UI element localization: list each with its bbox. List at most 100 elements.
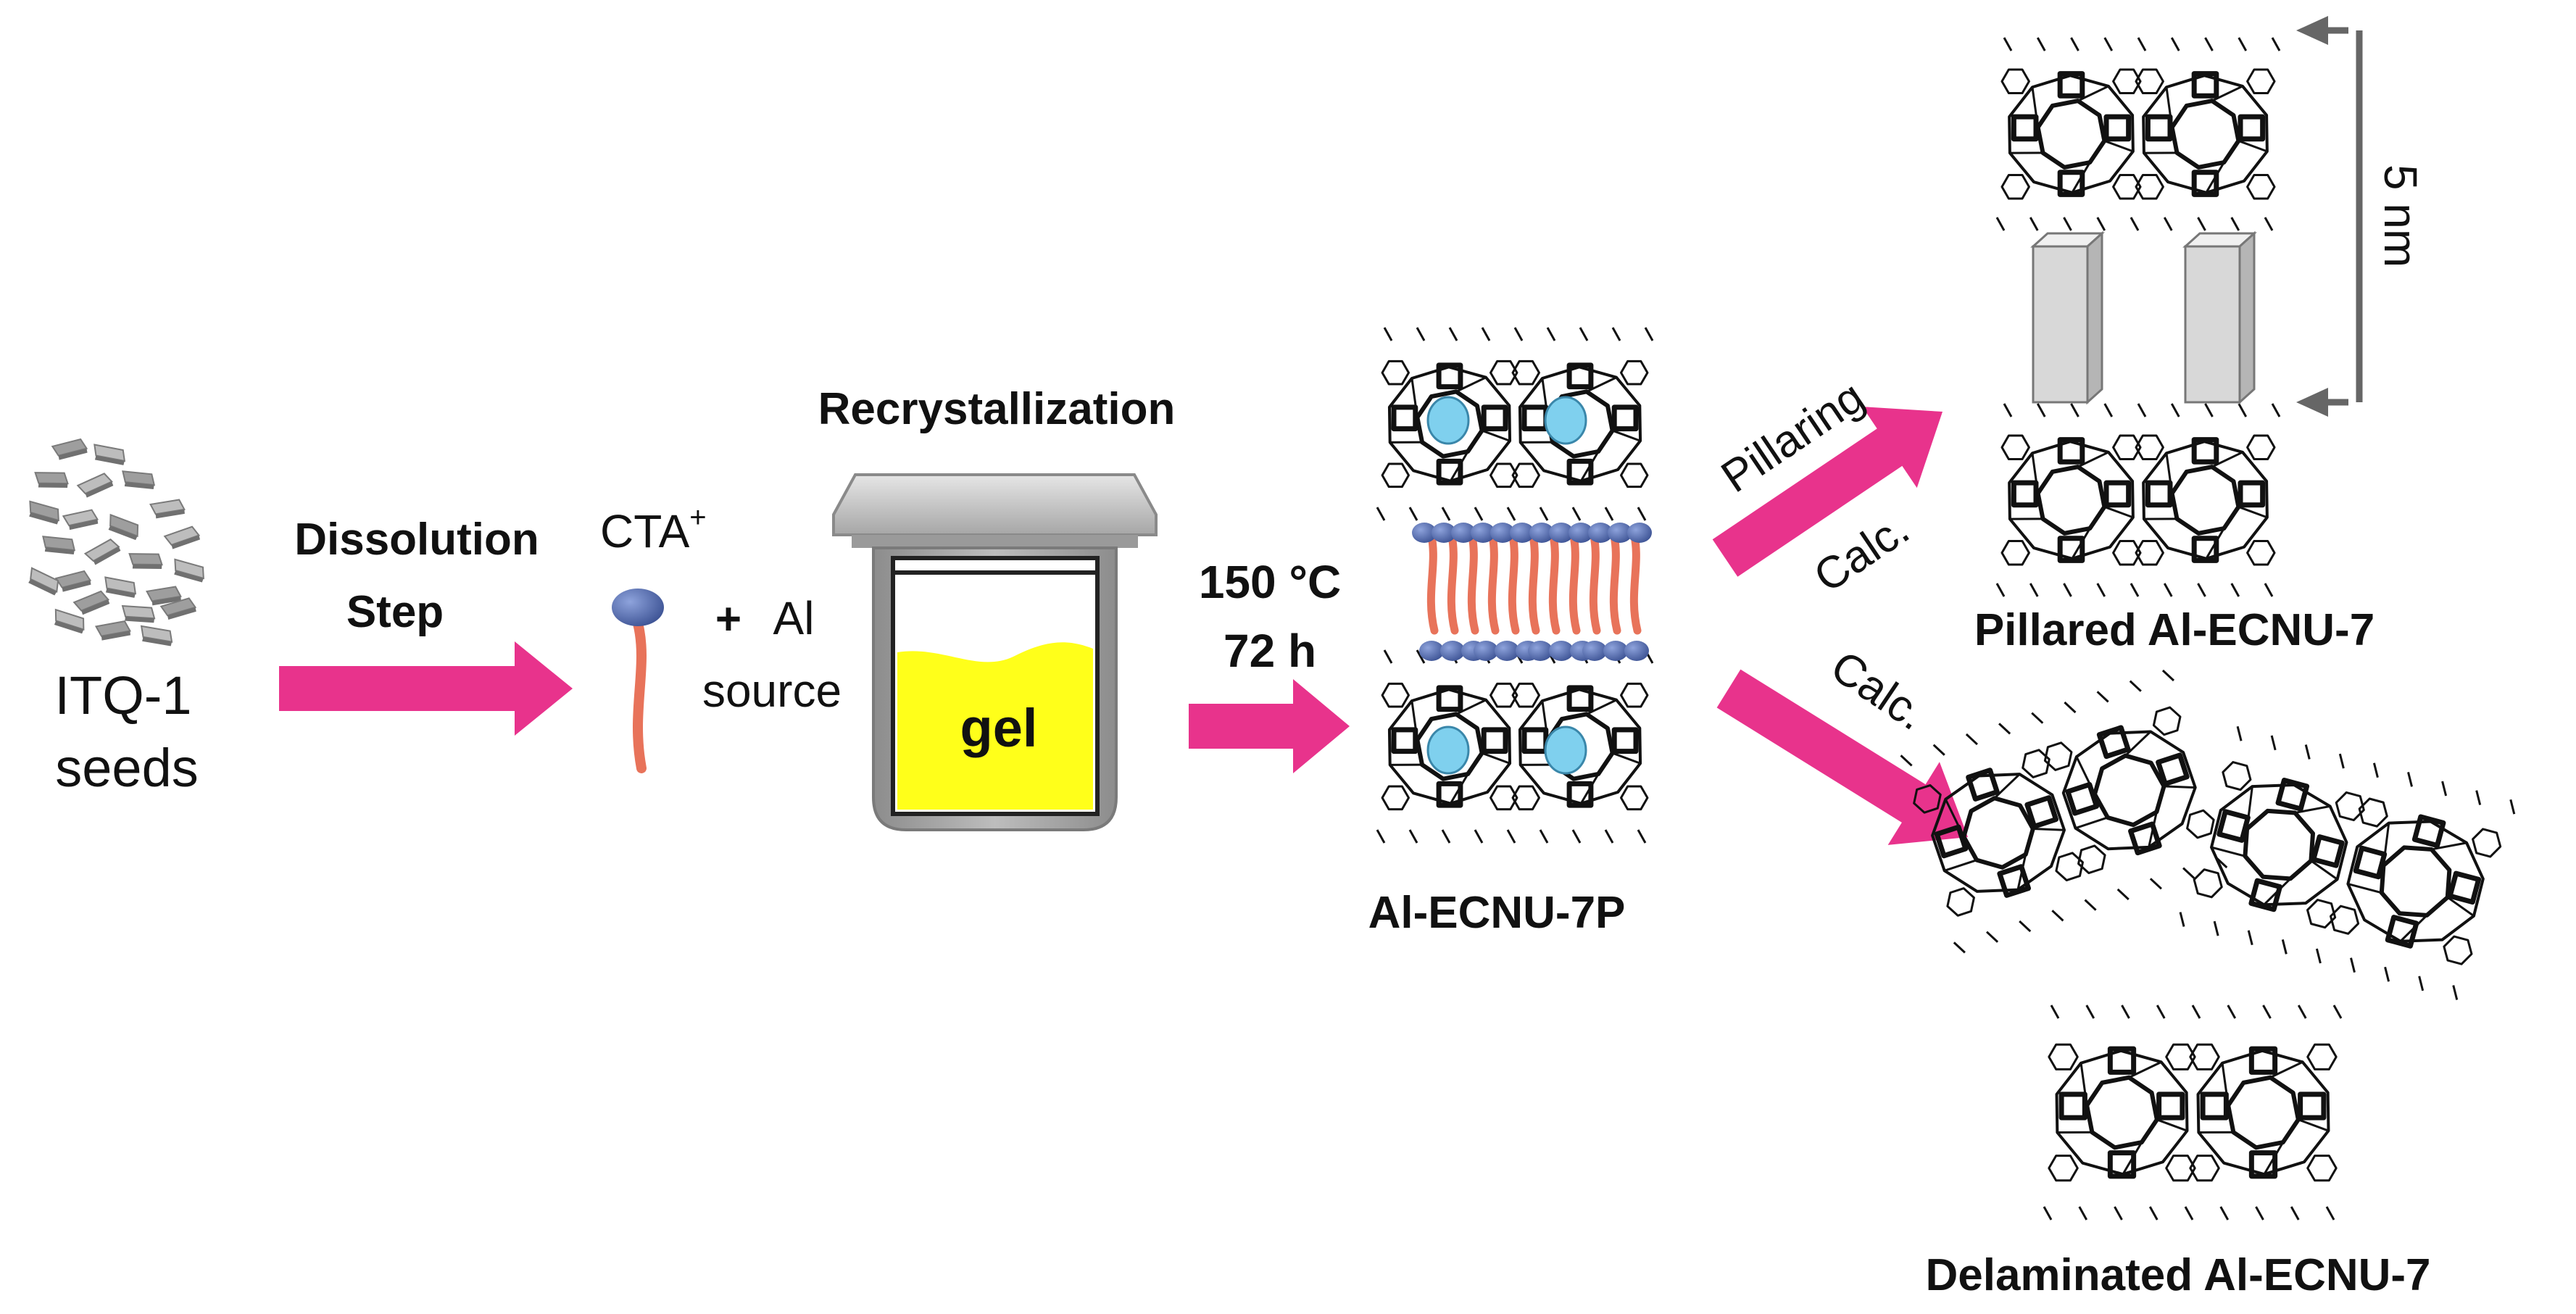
surfactant-tail [1508, 532, 1520, 635]
surfactant-head [1603, 641, 1628, 661]
surfactant-head [1419, 641, 1444, 661]
temperature-label: 150 °C [1199, 556, 1341, 608]
seed-crystal [34, 472, 69, 488]
delaminated-sheet-left [1900, 669, 2228, 954]
al-label: Al [773, 592, 815, 644]
source-label: source [702, 665, 842, 717]
seed-crystal [121, 604, 156, 623]
seed-crystal [42, 536, 76, 555]
recrystallization-label: Recrystallization [818, 384, 1176, 434]
surfactant-head [1432, 523, 1456, 543]
seed-crystal [146, 586, 182, 606]
surfactant-tail [1569, 532, 1581, 635]
surfactant-head [1627, 523, 1652, 543]
seed-crystal [62, 509, 99, 531]
surfactant-tail [1528, 532, 1540, 635]
surfactant-tail [1426, 532, 1439, 635]
pillared-label: Pillared Al-ECNU-7 [1974, 605, 2375, 655]
seed-crystal [163, 525, 201, 549]
silica-pillar-left [2030, 230, 2105, 405]
autoclave-jar-icon [832, 473, 1158, 831]
pillared-al-ecnu-7-structure [1995, 37, 2281, 597]
surfactant-head [1490, 523, 1515, 543]
surfactant-bilayer [1412, 523, 1652, 661]
organic-cage-cations [1426, 396, 1587, 775]
framework-layer-bottom [1995, 403, 2281, 597]
surfactant-head [1588, 523, 1613, 543]
cage-cation [1544, 396, 1587, 445]
cta-surfactant-icon [612, 589, 664, 773]
cta-label: CTA+ [600, 502, 707, 557]
calc-label-lower: Calc. [1822, 641, 1935, 740]
surfactant-head [1549, 523, 1574, 543]
seed-crystal [122, 470, 156, 490]
seed-crystal [104, 576, 137, 598]
cage-cation [1426, 396, 1470, 445]
dissolution-label-line2: Step [346, 587, 444, 637]
surfactant-head [1510, 523, 1534, 543]
surfactant-tail [1487, 532, 1500, 635]
seed-crystal [108, 513, 139, 541]
delaminated-al-ecnu-7-structure [1900, 669, 2516, 1221]
seed-crystal [54, 570, 92, 592]
seed-crystal [174, 558, 204, 583]
surfactant-head [1495, 641, 1519, 661]
seed-crystal [140, 625, 173, 646]
scale-bar [2296, 16, 2363, 417]
seed-crystal [94, 620, 131, 641]
seed-crystal [128, 553, 163, 570]
itq1-seed-crystals [28, 438, 204, 646]
seeds-label-line1: ITQ-1 [54, 665, 191, 725]
seed-crystal [94, 444, 126, 465]
surfactant-head [1608, 523, 1632, 543]
surfactant-head [1412, 523, 1437, 543]
delaminated-sheet-right [2179, 725, 2516, 1000]
surfactant-head [1624, 641, 1649, 661]
surfactant-tail [1467, 532, 1479, 635]
surfactant-tail [1548, 532, 1561, 635]
surfactant-head [1528, 641, 1553, 661]
seeds-label-line2: seeds [55, 738, 198, 798]
cage-cation [1426, 725, 1470, 775]
seed-crystal [76, 473, 114, 498]
surfactant-head [1582, 641, 1607, 661]
surfactant-tail [1609, 532, 1621, 635]
pillaring-arrow [1712, 407, 1943, 577]
al-ecnu-7p-structure [1376, 327, 1654, 844]
surfactant-tail [1589, 532, 1601, 635]
seed-crystal [149, 499, 186, 519]
dissolution-label-line1: Dissolution [294, 515, 539, 565]
silica-pillar-right [2182, 230, 2257, 405]
surfactant-head [1529, 523, 1554, 543]
surfactant-head [1474, 641, 1498, 661]
framework-layer-top [1995, 37, 2281, 231]
seed-crystal [72, 590, 110, 615]
scale-bar-label: 5 nm [2375, 165, 2427, 267]
gel-fill [897, 642, 1093, 810]
delaminated-label: Delaminated Al-ECNU-7 [1925, 1250, 2430, 1300]
delaminated-sheet-bottom [2043, 1005, 2343, 1221]
seed-crystal [83, 539, 121, 565]
surfactant-tail [1629, 532, 1642, 635]
surfactant-head [1451, 523, 1476, 543]
seed-crystal [51, 438, 88, 460]
cage-cation [1544, 725, 1587, 775]
gel-label: gel [960, 698, 1038, 758]
time-label: 72 h [1223, 625, 1316, 677]
dissolution-arrow [279, 641, 573, 736]
surfactant-head [1471, 523, 1495, 543]
seed-crystal [29, 500, 59, 525]
al-ecnu-7p-label: Al-ECNU-7P [1368, 888, 1626, 938]
surfactant-head [1569, 523, 1593, 543]
seed-crystal [28, 567, 59, 596]
framework-layer-bottom [1376, 649, 1654, 844]
plus-sign: + [715, 594, 741, 644]
surfactant-head [1440, 641, 1465, 661]
surfactant-head [1549, 641, 1574, 661]
delamination-arrow [1716, 669, 1968, 845]
framework-layer-top [1376, 327, 1654, 521]
seed-crystal [54, 608, 85, 634]
recrystallization-arrow [1189, 679, 1350, 773]
surfactant-tail [1447, 532, 1459, 635]
